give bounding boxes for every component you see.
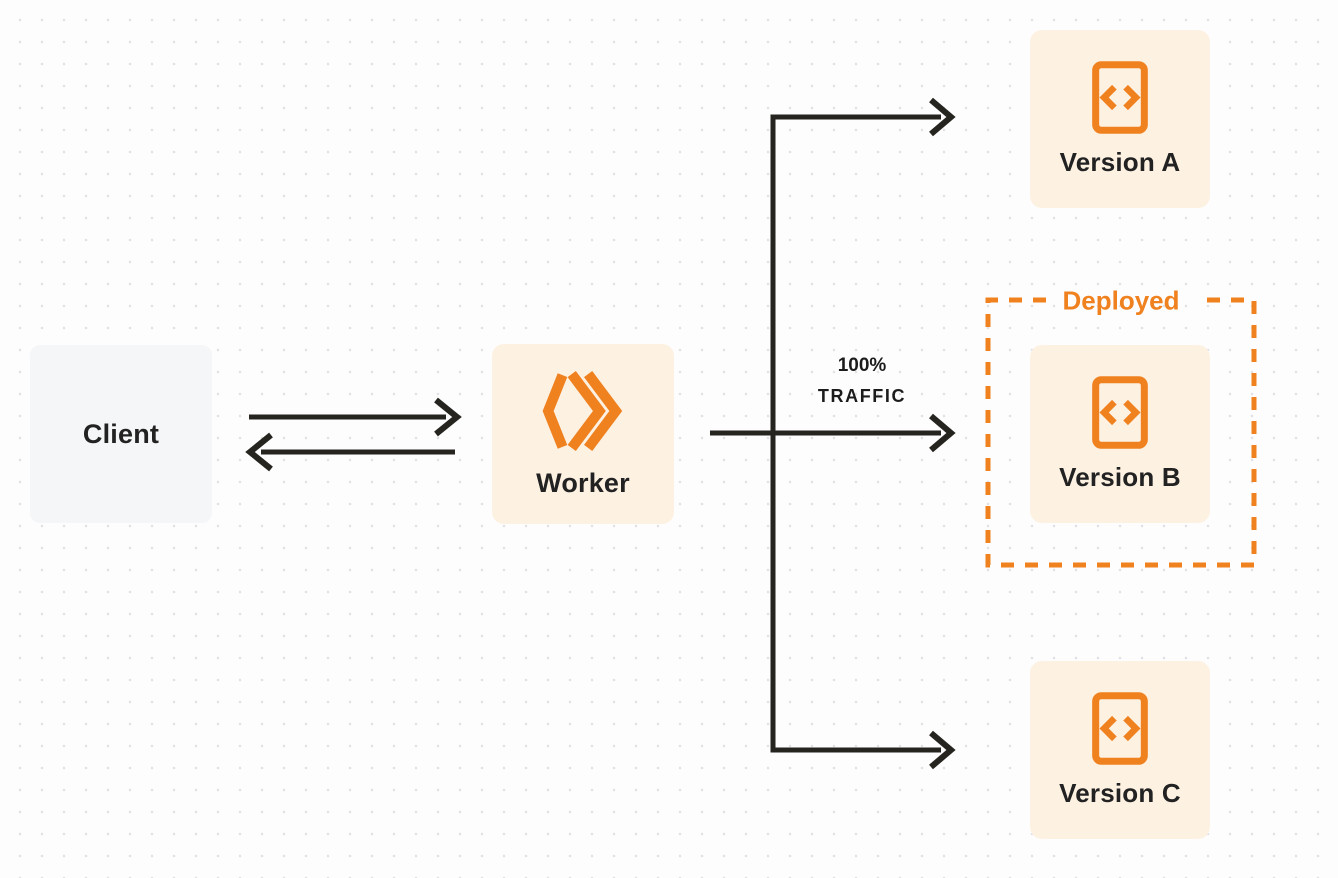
traffic-word-text: TRAFFIC [817, 386, 907, 406]
worker-label: Worker [536, 467, 630, 498]
deployed-group-label: Deployed [1062, 285, 1180, 316]
traffic-annotation: 100% TRAFFIC [818, 355, 906, 407]
worker-node: Worker [492, 344, 674, 524]
arrow-to-version-c [770, 730, 956, 770]
version-a-label: Version A [1059, 146, 1181, 177]
client-to-worker-arrow [249, 397, 462, 437]
version-c-node: Version C [1030, 661, 1210, 839]
version-a-node: Version A [1030, 30, 1210, 208]
code-file-icon [1091, 691, 1149, 765]
arrow-to-version-b [710, 413, 956, 453]
version-b-node: Version B [1030, 345, 1210, 523]
arrow-to-version-a [770, 97, 956, 137]
worker-to-client-arrow [245, 432, 455, 472]
version-c-label: Version C [1059, 777, 1181, 808]
client-label: Client [82, 418, 160, 449]
client-node: Client [30, 345, 212, 523]
code-file-icon [1091, 375, 1149, 449]
version-b-label: Version B [1059, 461, 1181, 492]
traffic-percent-text: 100% [837, 355, 887, 376]
workers-double-chevron-icon [537, 370, 629, 452]
code-file-icon [1091, 60, 1149, 134]
